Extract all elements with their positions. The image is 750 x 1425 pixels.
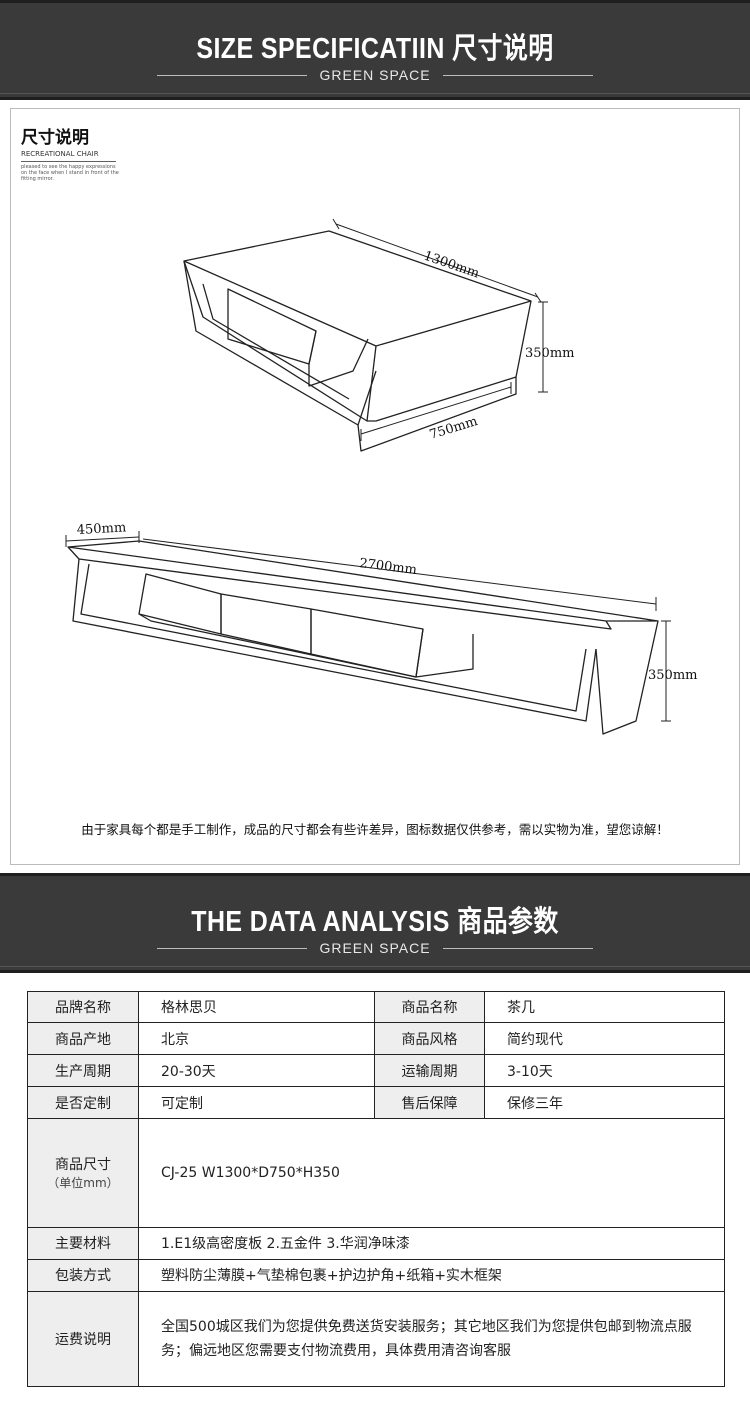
- tv-drawer-4: [415, 628, 474, 678]
- table-row: 商品产地 北京 商品风格 简约现代: [27, 1022, 725, 1056]
- origin-label: 商品产地: [27, 1022, 139, 1056]
- production-cycle-label: 生产周期: [27, 1054, 139, 1088]
- table-row: 是否定制 可定制 售后保障 保修三年: [27, 1086, 725, 1120]
- tv-stand-right-face: [595, 620, 659, 735]
- product-spec-table: 品牌名称 格林思贝 商品名称 茶几 商品产地 北京 商品风格 简约现代 生产周期…: [27, 990, 725, 1388]
- shipping-cycle-value: 3-10天: [484, 1054, 725, 1088]
- origin-value: 北京: [138, 1022, 375, 1056]
- customizable-label: 是否定制: [27, 1086, 139, 1120]
- production-cycle-value: 20-30天: [138, 1054, 375, 1088]
- panel-heading: 尺寸说明 RECREATIONAL CHAIR pleased to see t…: [21, 123, 121, 182]
- data-analysis-subtitle-row: GREEN SPACE: [0, 939, 750, 957]
- subtitle-rule-left: [157, 947, 308, 949]
- tv-dim-lines: [65, 531, 671, 722]
- subtitle-rule-right: [442, 74, 593, 76]
- table-height-label: 350mm: [525, 346, 574, 361]
- panel-heading-small: pleased to see the happy expressions on …: [21, 164, 119, 182]
- table-row: 生产周期 20-30天 运输周期 3-10天: [27, 1054, 725, 1088]
- panel-heading-rule: [21, 161, 116, 162]
- panel-heading-en: RECREATIONAL CHAIR: [21, 150, 99, 158]
- table-drawer-2: [308, 330, 369, 387]
- table-row: 包装方式 塑料防尘薄膜+气垫棉包裹+护边护角+纸箱+实木框架: [27, 1258, 725, 1292]
- package-value: 塑料防尘薄膜+气垫棉包裹+护边护角+纸箱+实木框架: [138, 1258, 725, 1292]
- size-spec-subtitle-row: GREEN SPACE: [0, 66, 750, 84]
- table-leg-line: [357, 370, 377, 426]
- tv-stand-front-edge: [67, 546, 612, 630]
- shipping-cycle-label: 运输周期: [374, 1054, 485, 1088]
- size-value: CJ-25 W1300*D750*H350: [138, 1118, 725, 1228]
- material-value: 1.E1级高密度板 2.五金件 3.华润净味漆: [138, 1226, 725, 1260]
- table-inner-frame: [202, 283, 350, 400]
- data-analysis-title: THE DATA ANALYSIS 商品参数: [191, 906, 559, 938]
- subtitle-rule-left: [157, 74, 308, 76]
- product-name-value: 茶几: [484, 990, 725, 1024]
- size-spec-title: SIZE SPECIFICATIIN 尺寸说明: [196, 33, 554, 65]
- size-spec-subtitle: GREEN SPACE: [319, 67, 431, 83]
- table-row: 品牌名称 格林思贝 商品名称 茶几: [27, 990, 725, 1024]
- style-label: 商品风格: [374, 1022, 485, 1056]
- size-label-cell: 商品尺寸 （单位mm）: [27, 1118, 139, 1228]
- size-unit: （单位mm）: [47, 1176, 119, 1191]
- table-dim-lines: [332, 218, 548, 441]
- brand-value: 格林思贝: [138, 990, 375, 1024]
- table-frame-bottom: [183, 260, 517, 452]
- panel-heading-title: 尺寸说明: [21, 128, 89, 148]
- brand-label: 品牌名称: [27, 990, 139, 1024]
- data-analysis-header: THE DATA ANALYSIS 商品参数 GREEN SPACE: [0, 873, 750, 973]
- table-front-right: [367, 300, 532, 422]
- dimension-panel: 尺寸说明 RECREATIONAL CHAIR pleased to see t…: [10, 108, 740, 865]
- table-row: 商品尺寸 （单位mm） CJ-25 W1300*D750*H350: [27, 1118, 725, 1228]
- table-top: [183, 230, 532, 347]
- warranty-label: 售后保障: [374, 1086, 485, 1120]
- size-label: 商品尺寸: [55, 1157, 111, 1174]
- customizable-value: 可定制: [138, 1086, 375, 1120]
- tv-stand-front: [72, 558, 597, 722]
- tv-stand-inner-frame: [80, 563, 587, 712]
- table-row: 主要材料 1.E1级高密度板 2.五金件 3.华润净味漆: [27, 1226, 725, 1260]
- tv-drawer-base: [138, 613, 417, 678]
- tv-depth-label: 450mm: [76, 520, 126, 538]
- handmade-disclaimer: 由于家具每个都是手工制作，成品的尺寸都会有些许差异，图标数据仅供参考，需以实物为…: [81, 822, 669, 837]
- tv-width-label: 2700mm: [359, 556, 418, 578]
- freight-label: 运费说明: [27, 1290, 139, 1388]
- size-spec-header: SIZE SPECIFICATIIN 尺寸说明 GREEN SPACE: [0, 0, 750, 100]
- tv-height-label: 350mm: [648, 668, 697, 683]
- product-name-label: 商品名称: [374, 990, 485, 1024]
- furniture-line-drawings: 1300mm 350mm 750mm 4: [65, 218, 697, 735]
- warranty-value: 保修三年: [484, 1086, 725, 1120]
- tv-drawer-1: [138, 573, 222, 635]
- table-depth-label: 750mm: [428, 414, 480, 443]
- freight-value: 全国500城区我们为您提供免费送货安装服务；其它地区我们为您提供包邮到物流点服务…: [138, 1290, 725, 1388]
- table-width-label: 1300mm: [422, 249, 481, 282]
- subtitle-rule-right: [442, 947, 593, 949]
- package-label: 包装方式: [27, 1258, 139, 1292]
- data-analysis-subtitle: GREEN SPACE: [319, 940, 431, 956]
- style-value: 简约现代: [484, 1022, 725, 1056]
- tv-stand-top: [67, 540, 659, 622]
- coffee-table-drawing: [183, 230, 532, 452]
- material-label: 主要材料: [27, 1226, 139, 1260]
- table-row: 运费说明 全国500城区我们为您提供免费送货安装服务；其它地区我们为您提供包邮到…: [27, 1290, 725, 1388]
- tv-stand-drawing: [67, 540, 659, 735]
